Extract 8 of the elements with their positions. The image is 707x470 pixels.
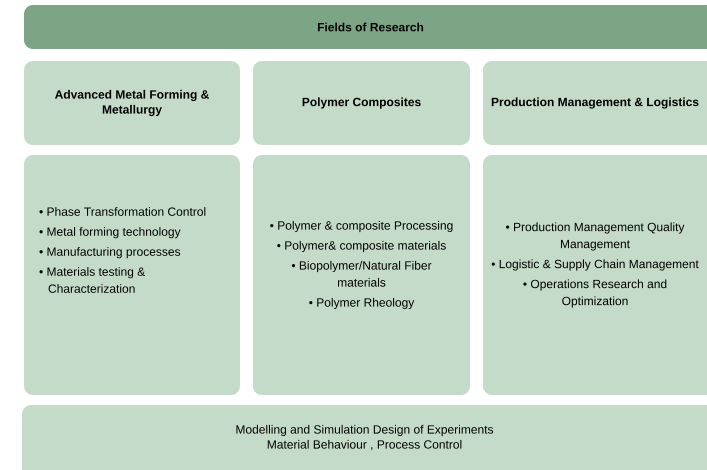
category-box: Advanced Metal Forming & Metallurgy	[24, 61, 240, 145]
topic-box: • Phase Transformation Control • Metal forming technology • Manufacturing processes • Materials testing & Characterization	[24, 155, 240, 395]
topic-box: • Production Management Quality Management • Logistic & Supply Chain Management • Operations Research and Optimization	[483, 155, 707, 395]
category-box: Polymer Composites	[253, 61, 470, 145]
title-band: Fields of Research	[24, 5, 707, 49]
method-band: Modelling and Simulation Design of Experiments Material Behaviour , Process Control	[22, 405, 707, 470]
topic-box: • Polymer & composite Processing • Polymer& composite materials • Biopolymer/Natural Fiber materials • Polymer Rheology	[253, 155, 470, 395]
category-box: Production Management & Logistics	[483, 61, 707, 145]
